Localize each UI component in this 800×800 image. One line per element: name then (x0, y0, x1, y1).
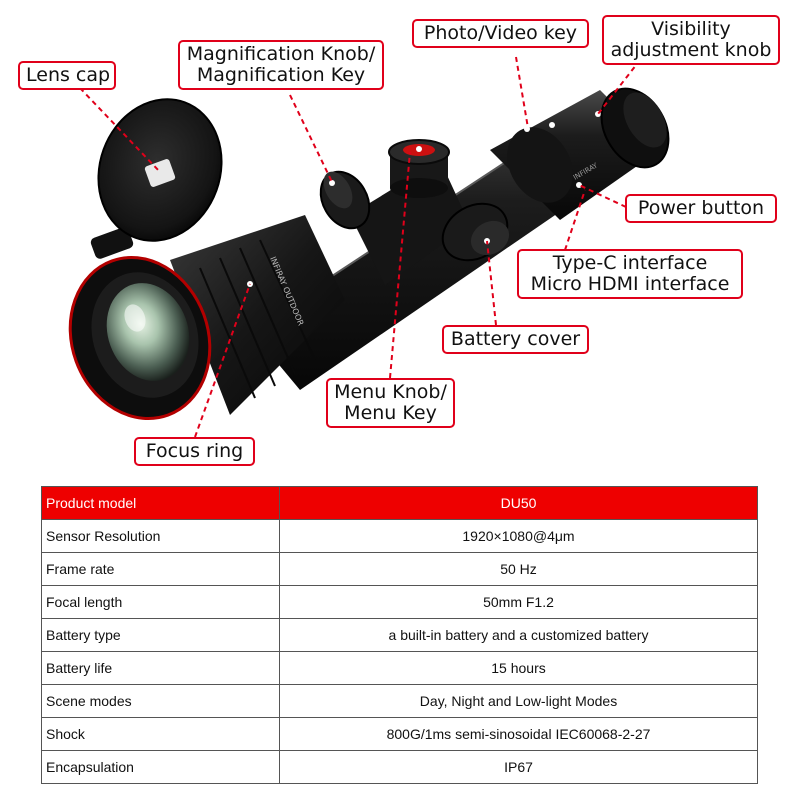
leader-magnification (289, 94, 333, 183)
callout-power-text: Power button (637, 197, 765, 219)
spec-header-row: Product model DU50 (41, 486, 758, 520)
spec-header-label: Product model (41, 486, 280, 520)
callout-photo-video: Photo/Video key (412, 19, 589, 48)
callout-lens-cap-text: Lens cap (26, 64, 111, 86)
spec-value: a built-in battery and a customized batt… (279, 618, 758, 652)
callout-visibility: Visibility adjustment knob (602, 15, 780, 65)
objective-lens (68, 256, 212, 420)
callout-magnification-line1: Magnification Knob/ (186, 43, 376, 65)
callout-visibility-line1: Visibility (651, 18, 731, 40)
scope-image: INFIRAY INFIRAY OUTDOOR (68, 56, 670, 438)
spec-label: Battery life (41, 651, 280, 685)
callout-magnification-line2: Magnification Key (196, 64, 366, 86)
spec-label: Sensor Resolution (41, 519, 280, 553)
callout-battery-cover: Battery cover (442, 325, 589, 354)
leader-menu (389, 151, 411, 379)
callout-power: Power button (625, 194, 777, 223)
callout-interfaces-line1: Type-C interface (552, 252, 708, 274)
lens-cap (90, 98, 223, 259)
spec-value: 50mm F1.2 (279, 585, 758, 619)
spec-label: Frame rate (41, 552, 280, 586)
cap-sticker (144, 159, 176, 187)
leader-photo-video (515, 56, 529, 129)
spec-label: Focal length (41, 585, 280, 619)
marker-menu-dot (416, 146, 422, 152)
eyepiece (600, 87, 670, 169)
marker-magnification-dot (329, 180, 335, 186)
spec-value: 15 hours (279, 651, 758, 685)
spec-label: Shock (41, 717, 280, 751)
product-illustration: INFIRAY INFIRAY OUTDOOR (18, 15, 780, 466)
menu-knob (388, 139, 450, 198)
callout-magnification: Magnification Knob/ Magnification Key (178, 40, 384, 90)
callout-battery-cover-text: Battery cover (450, 328, 581, 350)
callout-interfaces-line2: Micro HDMI interface (530, 273, 730, 295)
spec-value: 800G/1ms semi-sinosoidal IEC60068-2-27 (279, 717, 758, 751)
callout-visibility-line2: adjustment knob (610, 39, 772, 61)
leader-lens-cap (79, 87, 161, 173)
spec-value: IP67 (279, 750, 758, 784)
marker-photo-dot (524, 126, 530, 132)
callout-menu-line1: Menu Knob/ (334, 381, 447, 403)
callout-menu-line2: Menu Key (344, 402, 437, 424)
spec-label: Scene modes (41, 684, 280, 718)
callout-focus-ring-text: Focus ring (145, 440, 244, 462)
spec-header-value: DU50 (279, 486, 758, 520)
leader-visibility (597, 59, 641, 115)
leader-interfaces (564, 189, 586, 251)
spec-value: Day, Night and Low-light Modes (279, 684, 758, 718)
spec-label: Encapsulation (41, 750, 280, 784)
leader-focus (194, 283, 251, 438)
callout-focus-ring: Focus ring (134, 437, 255, 466)
spec-value: 1920×1080@4μm (279, 519, 758, 553)
spec-label: Battery type (41, 618, 280, 652)
magnification-knob (319, 170, 371, 230)
spec-value: 50 Hz (279, 552, 758, 586)
callout-interfaces: Type-C interface Micro HDMI interface (517, 249, 743, 299)
leader-lines (79, 56, 641, 438)
marker-photo-dot-2 (549, 122, 555, 128)
objective-bell: INFIRAY OUTDOOR (170, 215, 345, 415)
callout-photo-video-text: Photo/Video key (423, 22, 578, 44)
battery-cover (441, 202, 510, 262)
callout-menu: Menu Knob/ Menu Key (326, 378, 455, 428)
callout-lens-cap: Lens cap (18, 61, 116, 90)
